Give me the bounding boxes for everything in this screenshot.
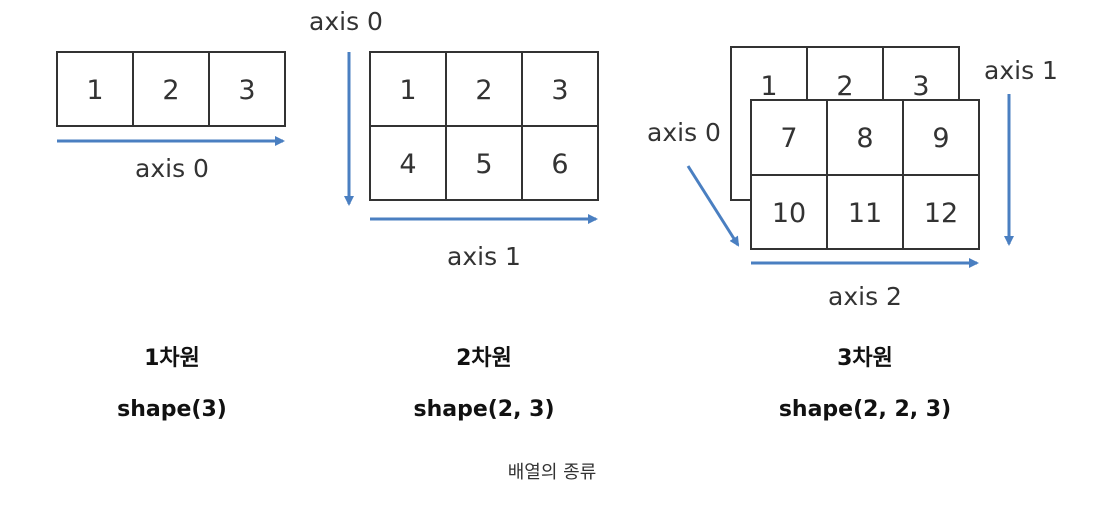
- axis1-label-3d: axis 1: [984, 56, 1058, 85]
- array-3d-back-cell-1: 1: [760, 71, 777, 102]
- array-3d-back-cell-3: 3: [912, 71, 929, 102]
- array-3d-front-cell-9: 9: [932, 123, 949, 154]
- array-1d-cell-3: 3: [238, 75, 255, 106]
- array-3d-front-cell-10: 10: [772, 198, 806, 229]
- axis0-arrow-3d: [686, 165, 740, 247]
- panel-3d-title: 3차원: [837, 346, 893, 371]
- panel-2d-title: 2차원: [456, 346, 512, 371]
- axis0-label-1d: axis 0: [135, 154, 209, 183]
- axis1-label-2d: axis 1: [447, 242, 521, 271]
- panel-2d: axis 0 1 2 3 4 5 6 axis 1 2차원 shape(2, 3…: [309, 7, 599, 422]
- panel-3d: 1 2 3 7 8 9 10 11 12 axis 0 axis 1 axis …: [647, 46, 1058, 422]
- array-1d-box: [56, 51, 286, 127]
- array-3d-front-cell-8: 8: [856, 123, 873, 154]
- panel-1d-title: 1차원: [144, 346, 200, 371]
- array-2d-cell-4: 4: [399, 149, 416, 180]
- panel-3d-shape: shape(2, 2, 3): [779, 397, 951, 422]
- array-3d-front-cell-11: 11: [848, 198, 882, 229]
- panel-1d: 1 2 3 axis 0 1차원 shape(3): [56, 51, 286, 422]
- array-2d-cell-6: 6: [551, 149, 568, 180]
- axis0-label-3d: axis 0: [647, 118, 721, 147]
- array-2d-cell-3: 3: [551, 75, 568, 106]
- array-1d-cell-1: 1: [86, 75, 103, 106]
- array-2d-cell-1: 1: [399, 75, 416, 106]
- axis0-label-2d: axis 0: [309, 7, 383, 36]
- panel-2d-shape: shape(2, 3): [413, 397, 554, 422]
- array-1d-cell-2: 2: [162, 75, 179, 106]
- axis2-label-3d: axis 2: [828, 282, 902, 311]
- array-2d-cell-5: 5: [475, 149, 492, 180]
- array-3d-back-cell-2: 2: [836, 71, 853, 102]
- panel-1d-shape: shape(3): [117, 397, 227, 422]
- array-3d-front-cell-12: 12: [924, 198, 958, 229]
- array-3d-front-cell-7: 7: [780, 123, 797, 154]
- array-2d-cell-2: 2: [475, 75, 492, 106]
- figure-caption: 배열의 종류: [508, 462, 597, 483]
